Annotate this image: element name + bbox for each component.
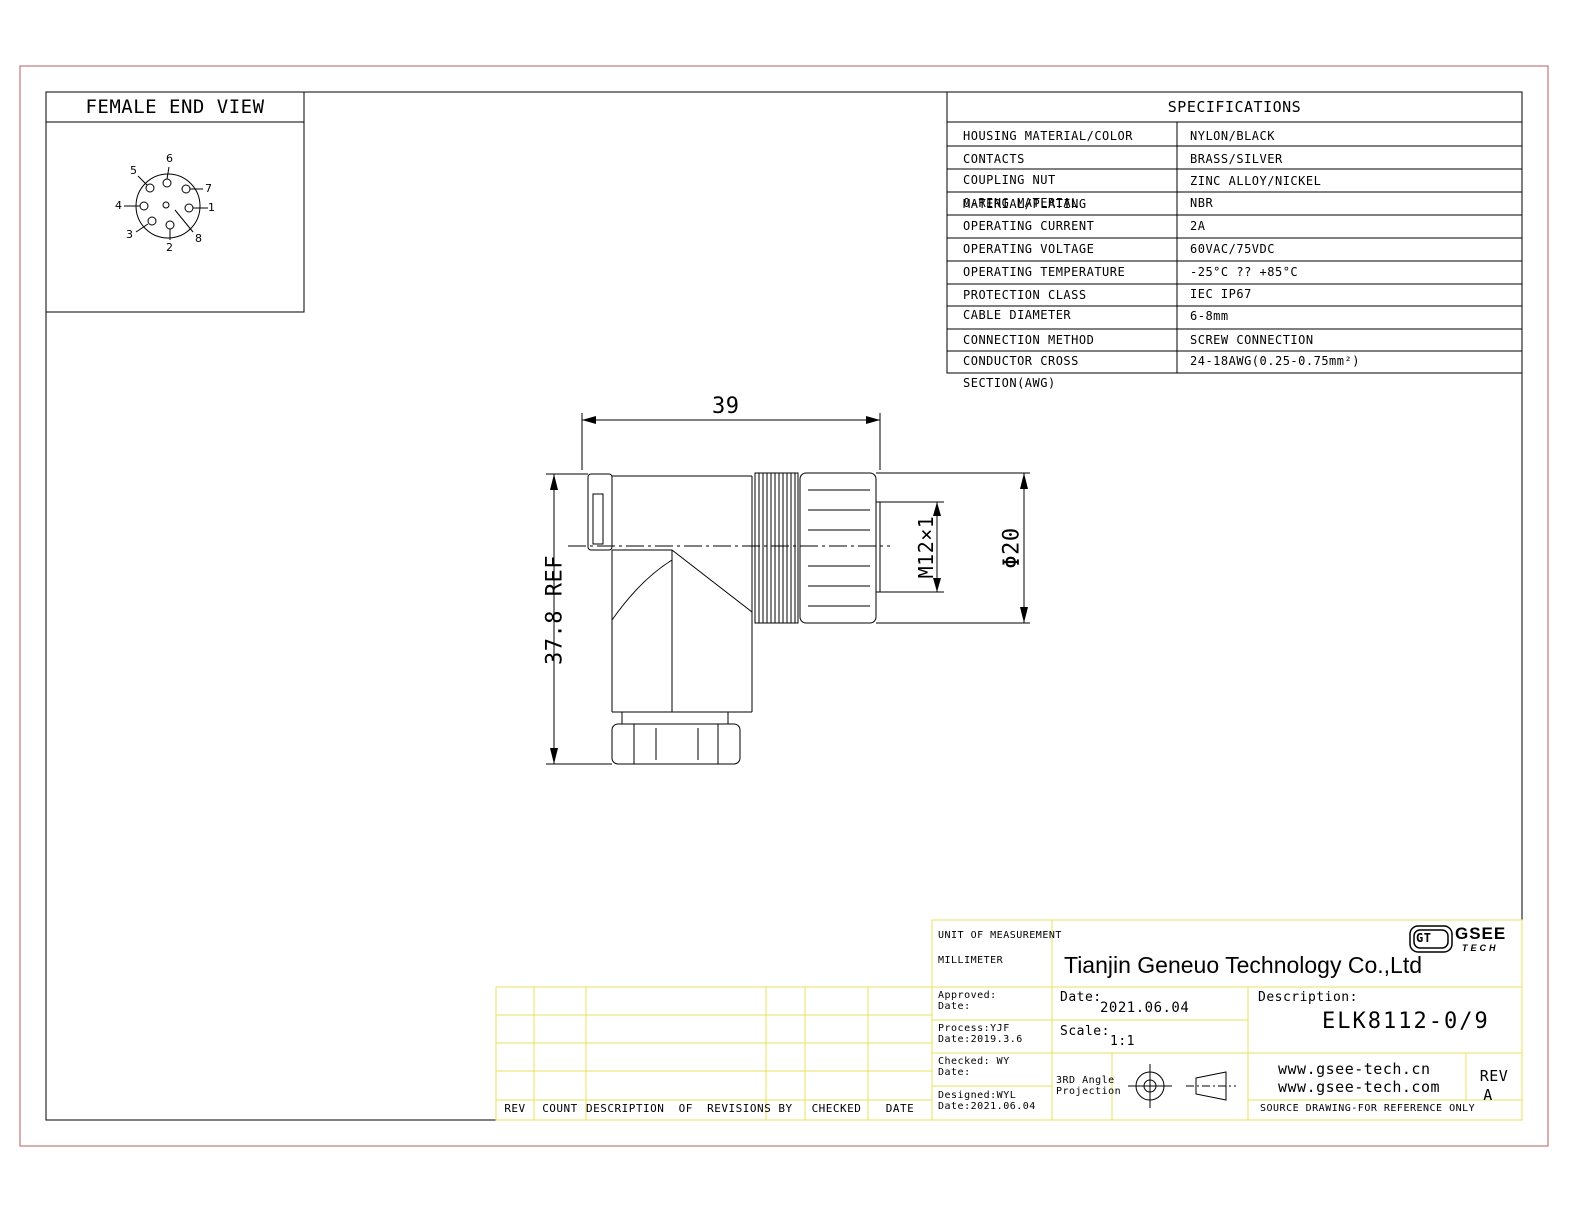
company-logo-mark [1409,925,1453,953]
spec-value: 6-8mm [1190,309,1229,323]
designed-date: Date:2021.06.04 [938,1101,1036,1112]
dimension-height: 37.8 REF [542,555,568,665]
dimension-diameter: Φ20 [999,527,1025,569]
date-header: DATE [885,1102,915,1115]
website-2: www.gsee-tech.com [1278,1078,1441,1096]
approved-label: Approved: [938,990,997,1001]
scale-label: Scale: [1060,1024,1110,1039]
spec-value: SCREW CONNECTION [1190,333,1314,347]
spec-label: CONTACTS [963,152,1025,166]
designed-by: Designed:WYL [938,1090,1017,1101]
dimension-lines [546,413,1030,765]
process-by: Process:YJF [938,1023,1010,1034]
description-label: Description: [1258,990,1358,1005]
dimension-length: 39 [712,394,740,419]
spec-value: NBR [1190,196,1214,210]
rev-header: REV [504,1102,526,1115]
spec-value: 24-18AWG(0.25-0.75mm²) [1190,354,1360,368]
pin-label-8: 8 [195,232,202,245]
date-label: Date: [1060,990,1102,1005]
spec-value: IEC IP67 [1190,287,1252,301]
spec-value: -25°C ?? +85°C [1190,265,1299,279]
pin-label-6: 6 [166,152,173,165]
approved-block: Approved: Date: [938,990,997,1012]
outer-border [19,65,1549,1147]
checked-block: Checked: WY Date: [938,1056,1010,1078]
spec-label: CONDUCTOR CROSS SECTION(AWG) [963,354,1079,390]
scale-value: 1:1 [1110,1034,1135,1049]
date-value: 2021.06.04 [1100,1000,1190,1016]
pin-label-4: 4 [115,199,122,212]
rev-value: A [1483,1086,1493,1104]
process-date: Date:2019.3.6 [938,1034,1023,1045]
checked-date-label: Date: [938,1067,971,1078]
projection-line-2: Projection [1056,1086,1122,1097]
website-1: www.gsee-tech.cn [1278,1060,1431,1078]
pin-label-5: 5 [130,164,137,177]
connector-outline [568,472,890,765]
revisions-table-grid [495,986,933,1121]
spec-value: ZINC ALLOY/NICKEL [1190,174,1322,188]
description-value: ELK8112-0/9 [1322,1009,1490,1034]
spec-label: OPERATING CURRENT [963,219,1095,233]
dimension-arrows [550,416,1028,764]
logo-mark-text: GT [1416,931,1432,945]
specifications-title: SPECIFICATIONS [1167,98,1302,116]
pin-label-3: 3 [126,228,133,241]
projection-symbol [1128,1064,1236,1108]
title-block-grid [931,919,1523,1121]
logo-sub: TECH [1462,943,1499,953]
company-name: Tianjin Geneuo Technology Co.,Ltd [1064,952,1423,978]
spec-label: CONNECTION METHOD [963,333,1095,347]
checked-header: CHECKED [811,1102,862,1115]
spec-label: PROTECTION CLASS [963,288,1087,302]
knurl-pattern [758,473,796,623]
source-note: SOURCE DRAWING-FOR REFERENCE ONLY [1260,1103,1476,1114]
unit-value: MILLIMETER [938,955,1004,966]
spec-label: HOUSING MATERIAL/COLOR [963,129,1133,143]
projection-label: 3RD Angle Projection [1056,1075,1121,1097]
approved-date-label: Date: [938,1001,971,1012]
spec-value: BRASS/SILVER [1190,152,1283,166]
spec-label: COUPLING NUT MATERIAL/PLATING [963,173,1087,211]
female-end-view-frame [45,91,305,313]
pin-layout-diagram [124,166,208,240]
female-end-view-title: FEMALE END VIEW [85,96,265,118]
spec-label: O-RING MATERIAL [963,196,1079,210]
logo-text: GSEE [1455,924,1507,943]
spec-value: 60VAC/75VDC [1190,242,1275,256]
spec-label: CABLE DIAMETER [963,308,1072,322]
spec-label: OPERATING TEMPERATURE [963,265,1126,279]
pin-label-7: 7 [205,182,212,195]
specifications-labels: HOUSING MATERIAL/COLOR CONTACTS COUPLING… [963,122,1177,390]
rev-label: REV [1479,1067,1509,1085]
process-block: Process:YJF Date:2019.3.6 [938,1023,1023,1045]
specifications-values: NYLON/BLACK BRASS/SILVER ZINC ALLOY/NICK… [1190,122,1520,372]
specifications-table-grid [946,91,1523,374]
unit-label: UNIT OF MEASUREMENT [938,930,1062,941]
spec-value: NYLON/BLACK [1190,129,1275,143]
designed-block: Designed:WYL Date:2021.06.04 [938,1090,1036,1112]
pin-label-1: 1 [208,201,215,214]
spec-value: 2A [1190,219,1206,233]
count-header: COUNT [542,1102,578,1115]
by-header: BY [778,1102,793,1115]
checked-by: Checked: WY [938,1056,1010,1067]
description-header: DESCRIPTION OF REVISIONS [586,1102,772,1115]
projection-line-1: 3RD Angle [1056,1075,1115,1086]
dimension-thread: M12×1 [914,515,938,579]
pin-label-2: 2 [166,241,173,254]
spec-label: OPERATING VOLTAGE [963,242,1095,256]
